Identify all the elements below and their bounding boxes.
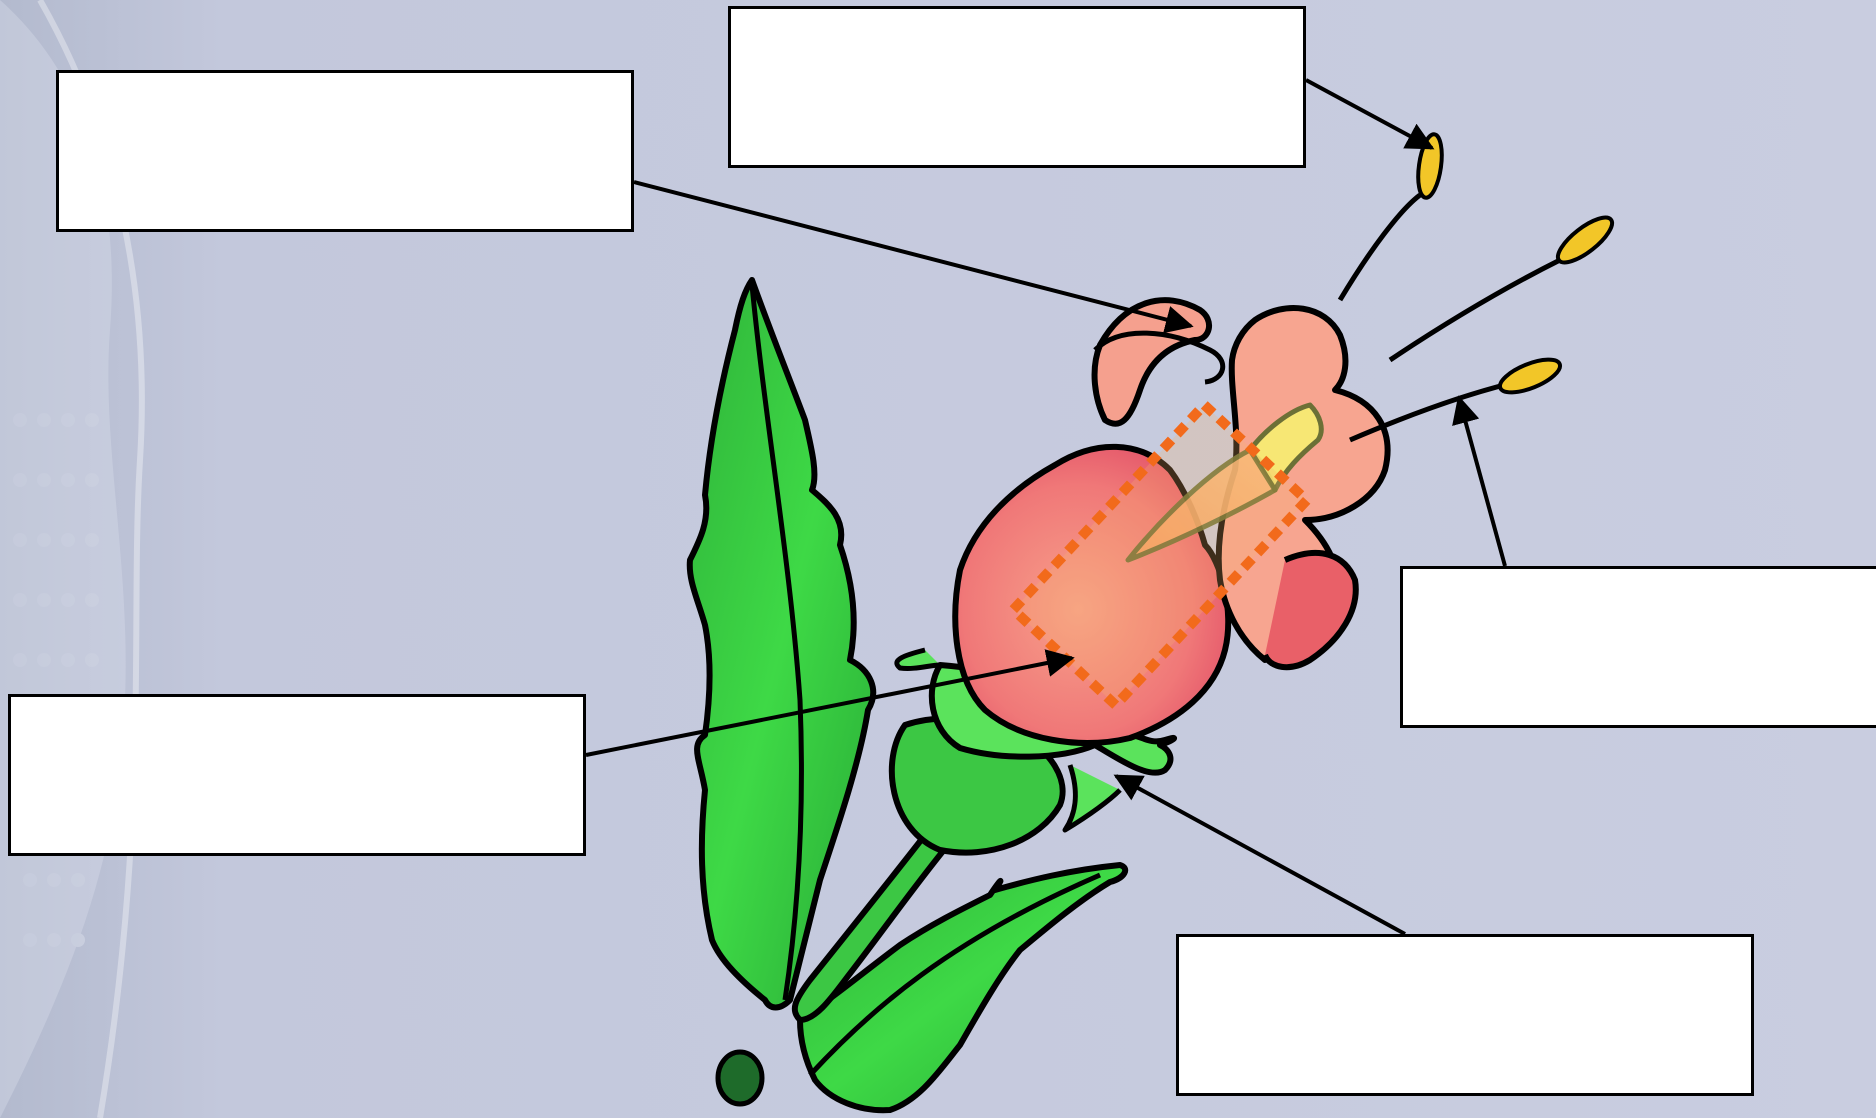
label-box-stamen[interactable] <box>1400 566 1876 728</box>
label-box-petal[interactable] <box>56 70 634 232</box>
label-box-sepal[interactable] <box>1176 934 1754 1096</box>
stem-base <box>718 1052 762 1104</box>
label-box-ovary[interactable] <box>8 694 586 856</box>
label-box-anther[interactable] <box>728 6 1306 168</box>
